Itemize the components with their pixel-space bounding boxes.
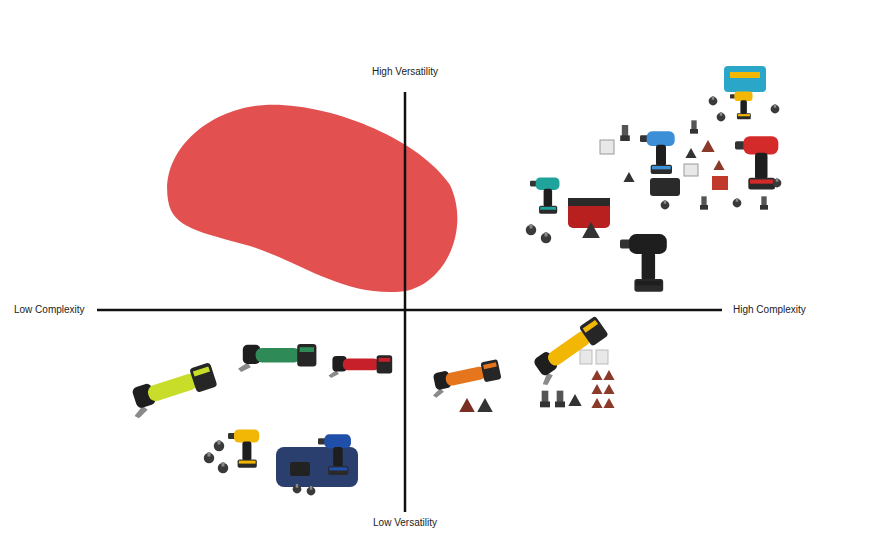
bit-image xyxy=(204,452,215,463)
case-image xyxy=(568,198,610,228)
axis-label-right: High Complexity xyxy=(733,304,806,316)
bit-image xyxy=(541,232,552,243)
accessory-image xyxy=(596,350,608,364)
bit-image xyxy=(733,198,742,207)
case-latch-image xyxy=(730,72,760,78)
sanding-pad-image xyxy=(685,148,696,158)
multitool-image xyxy=(126,362,220,419)
accessory-image xyxy=(712,176,728,190)
sanding-pad-image xyxy=(591,398,602,408)
bit-image xyxy=(717,112,726,121)
product-group-high-high xyxy=(526,66,782,292)
sanding-pad-image xyxy=(603,384,614,394)
charger-image xyxy=(290,462,310,476)
sanding-pad-image xyxy=(477,398,493,412)
vertical-axis xyxy=(404,92,407,512)
accessory-image xyxy=(684,164,698,176)
sanding-pad-image xyxy=(591,384,602,394)
multitool-image xyxy=(428,359,502,398)
sanding-pad-image xyxy=(591,370,602,380)
axis-label-left: Low Complexity xyxy=(14,304,85,316)
accessory-image xyxy=(600,140,614,154)
target-region xyxy=(167,105,457,292)
blade-image xyxy=(690,120,698,133)
product-group-low-high xyxy=(428,316,614,412)
sanding-pad-image xyxy=(603,370,614,380)
horizontal-axis xyxy=(97,309,722,312)
bit-image xyxy=(293,484,302,493)
bit-image xyxy=(771,104,780,113)
blade-image xyxy=(620,125,630,141)
axis-label-top: High Versatility xyxy=(372,66,438,78)
blade-image xyxy=(760,196,768,209)
axis-label-bottom: Low Versatility xyxy=(373,517,437,529)
bit-image xyxy=(773,178,782,187)
case-image xyxy=(724,66,766,92)
drill-image xyxy=(730,92,753,120)
blade-image xyxy=(540,391,550,408)
bit-image xyxy=(214,440,225,451)
bit-image xyxy=(218,462,229,473)
sanding-pad-image xyxy=(582,222,600,238)
sanding-pad-image xyxy=(603,398,614,408)
bit-image xyxy=(709,96,718,105)
sanding-pad-image xyxy=(568,394,581,406)
accessory-image xyxy=(580,350,592,364)
multitool-image xyxy=(528,316,612,387)
case-lid-image xyxy=(568,198,610,206)
drill-image xyxy=(640,131,675,174)
sanding-pad-image xyxy=(713,160,724,170)
drill-image xyxy=(318,434,351,475)
drill-image xyxy=(530,177,559,213)
blade-image xyxy=(700,196,708,209)
bit-image xyxy=(526,224,537,235)
multitool-image xyxy=(329,355,393,378)
bit-image xyxy=(307,486,316,495)
drill-image xyxy=(735,136,778,189)
case-image xyxy=(650,178,680,196)
multitool-image xyxy=(238,344,316,372)
bit-image xyxy=(661,200,670,209)
drill-image xyxy=(228,429,259,467)
sanding-pad-image xyxy=(459,398,475,412)
impact-wrench-image xyxy=(620,234,667,292)
sanding-pad-image xyxy=(701,140,714,152)
blade-image xyxy=(555,391,565,408)
product-group-low-low xyxy=(126,344,392,495)
sanding-pad-image xyxy=(623,172,634,182)
